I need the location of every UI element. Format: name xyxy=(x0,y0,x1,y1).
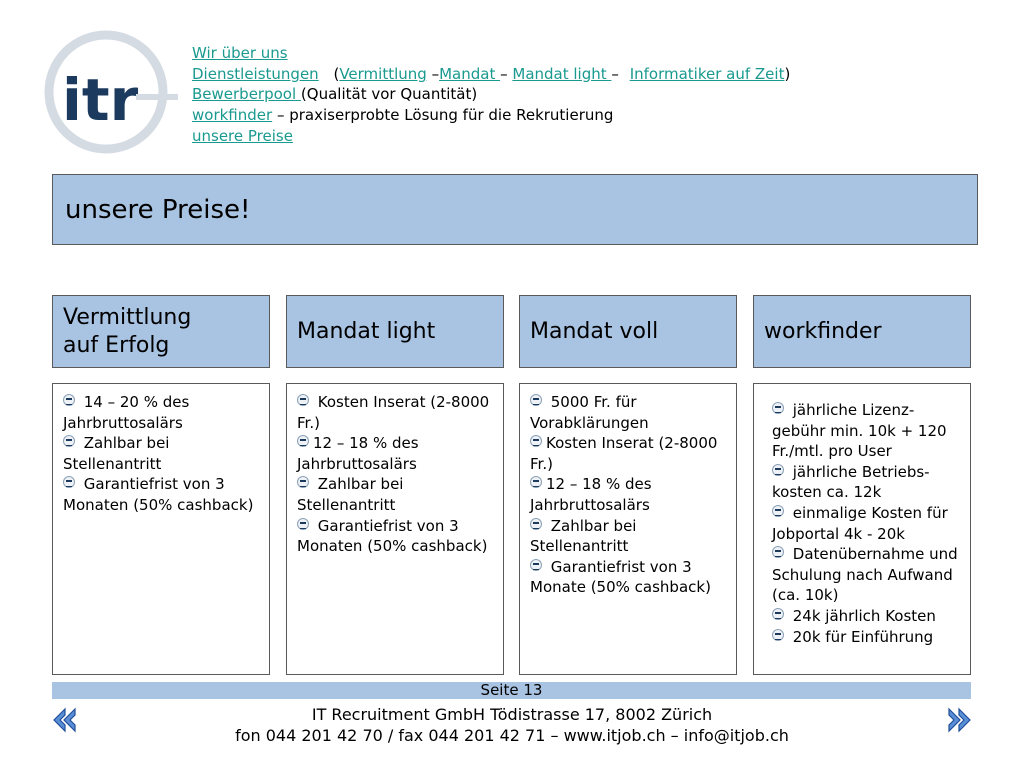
nav-link-wir-ueber-uns[interactable]: Wir über uns xyxy=(192,44,288,62)
list-item-text: Zahlbar bei Stellenantritt xyxy=(530,516,637,556)
footer-contact: fon 044 201 42 70 / fax 044 201 42 71 – … xyxy=(235,726,789,745)
nav-dash: – xyxy=(611,64,619,83)
double-right-arrow-icon[interactable] xyxy=(947,706,973,734)
list-item: Garantiefrist von 3 Monate (50% cashback… xyxy=(530,557,728,598)
list-item-text: Garantiefrist von 3 Monate (50% cashback… xyxy=(530,557,711,597)
banner-title: unsere Preise! xyxy=(65,195,251,225)
nav-link-dienstleistungen[interactable]: Dienstleistungen xyxy=(192,64,319,83)
list-item: 12 – 18 % des Jahrbruttosalärs xyxy=(530,474,728,515)
list-item: Datenübernahme und Schulung nach Aufwand… xyxy=(772,544,962,606)
itr-bullet-icon xyxy=(772,546,784,559)
nav-close-paren: ) xyxy=(784,64,791,83)
nav-link-mandat-light[interactable]: Mandat light xyxy=(512,64,612,83)
nav-line-4: workfinder – praxiserprobte Lösung für d… xyxy=(192,105,790,126)
footer-address: IT Recruitment GmbH Tödistrasse 17, 8002… xyxy=(311,705,713,724)
itr-bullet-icon xyxy=(297,517,309,530)
column-header-workfinder: workfinder xyxy=(753,295,971,368)
column-header-label: Mandat light xyxy=(297,318,436,344)
itr-bullet-icon xyxy=(63,394,75,406)
nav-open-paren: ( xyxy=(333,64,340,83)
list-item: Zahlbar bei Stellenantritt xyxy=(297,474,495,515)
column-body-workfinder: jährliche Lizenz-gebühr min. 10k + 120 F… xyxy=(753,383,971,675)
list-item: Zahlbar bei Stellenantritt xyxy=(530,516,728,557)
itr-bullet-icon xyxy=(772,628,784,641)
nav-dash: – xyxy=(431,64,440,83)
list-item-text: Garantiefrist von 3 Monaten (50% cashbac… xyxy=(63,475,254,514)
column-header-label: workfinder xyxy=(764,318,882,344)
itr-bullet-icon xyxy=(297,435,309,448)
itr-bullet-icon xyxy=(530,517,542,530)
list-item-text: Kosten Inserat (2-8000 Fr.) xyxy=(530,434,718,473)
itr-bullet-icon xyxy=(772,607,784,620)
prices-banner: unsere Preise! xyxy=(52,174,978,245)
list-item: 14 – 20 % des Jahrbruttosalärs xyxy=(63,392,261,433)
list-item: Garantiefrist von 3 Monaten (50% cashbac… xyxy=(297,516,495,557)
column-header-mandat-light: Mandat light xyxy=(286,295,504,368)
logo-text: itr xyxy=(62,66,139,134)
list-item-text: 14 – 20 % des Jahrbruttosalärs xyxy=(63,393,190,432)
column-body-mandat-light: Kosten Inserat (2-8000 Fr.) 12 – 18 % de… xyxy=(286,383,504,675)
list-item-text: Zahlbar bei Stellenantritt xyxy=(297,475,404,514)
nav-link-informatiker-auf-zeit[interactable]: Informatiker auf Zeit xyxy=(629,64,785,83)
list-item: Kosten Inserat (2-8000 Fr.) xyxy=(297,392,495,433)
nav-dash: – xyxy=(500,64,508,83)
list-item-text: 12 – 18 % des Jahrbruttosalärs xyxy=(530,475,652,514)
list-item-text: Kosten Inserat (2-8000 Fr.) xyxy=(297,393,490,432)
column-body-vermittlung: 14 – 20 % des Jahrbruttosalärs Zahlbar b… xyxy=(52,383,270,675)
column-body-mandat-voll: 5000 Fr. für Vorabklärungen Kosten Inser… xyxy=(519,383,737,675)
nav-workfinder-note: – praxiserprobte Lösung für die Rekrutie… xyxy=(276,106,614,125)
nav-line-3: Bewerberpool (Qualität vor Quantität) xyxy=(192,84,790,105)
list-item-text: 24k jährlich Kosten xyxy=(788,606,936,625)
footer: IT Recruitment GmbH Tödistrasse 17, 8002… xyxy=(0,704,1024,746)
itr-bullet-icon xyxy=(772,504,784,517)
double-left-arrow-icon[interactable] xyxy=(51,706,77,734)
nav-link-vermittlung[interactable]: Vermittlung xyxy=(339,64,427,83)
list-item-text: jährliche Lizenz-gebühr min. 10k + 120 F… xyxy=(772,401,947,461)
itr-bullet-icon xyxy=(297,476,309,489)
itr-bullet-icon xyxy=(297,394,309,406)
itr-bullet-icon xyxy=(530,435,542,448)
list-item-text: Garantiefrist von 3 Monaten (50% cashbac… xyxy=(297,516,488,556)
nav-link-unsere-preise[interactable]: unsere Preise xyxy=(192,126,293,145)
itr-bullet-icon xyxy=(63,435,75,448)
column-header-mandat-voll: Mandat voll xyxy=(519,295,737,368)
itr-bullet-icon xyxy=(772,463,784,476)
list-item: Kosten Inserat (2-8000 Fr.) xyxy=(530,433,728,474)
list-item-text: 5000 Fr. für Vorabklärungen xyxy=(530,393,649,432)
list-item: einmalige Kosten für Jobportal 4k - 20k xyxy=(772,503,962,544)
list-item-text: Datenübernahme und Schulung nach Aufwand… xyxy=(772,545,958,605)
itr-bullet-icon xyxy=(530,476,542,489)
list-item: Garantiefrist von 3 Monaten (50% cashbac… xyxy=(63,474,261,515)
list-item-text: Zahlbar bei Stellenantritt xyxy=(63,434,170,473)
nav-link-mandat[interactable]: Mandat xyxy=(439,64,501,83)
nav-link-workfinder[interactable]: workfinder xyxy=(192,106,273,125)
page-number-bar: Seite 13 xyxy=(52,682,971,699)
top-navigation: Wir über uns Dienstleistungen (Vermittlu… xyxy=(192,43,790,147)
list-item: jährliche Lizenz-gebühr min. 10k + 120 F… xyxy=(772,400,962,462)
nav-line-5: unsere Preise xyxy=(192,126,790,147)
list-item: 12 – 18 % des Jahrbruttosalärs xyxy=(297,433,495,474)
itr-bullet-icon xyxy=(772,402,784,414)
list-item-text: einmalige Kosten für Jobportal 4k - 20k xyxy=(772,503,948,543)
list-item: Zahlbar bei Stellenantritt xyxy=(63,433,261,474)
nav-bewerberpool-note: (Qualität vor Quantität) xyxy=(300,85,478,104)
list-item-text: 20k für Einführung xyxy=(788,627,934,646)
itr-bullet-icon xyxy=(63,476,75,489)
list-item-text: 12 – 18 % des Jahrbruttosalärs xyxy=(297,434,419,473)
list-item: 24k jährlich Kosten xyxy=(772,606,962,627)
list-item: jährliche Betriebs-kosten ca. 12k xyxy=(772,462,962,503)
nav-link-bewerberpool[interactable]: Bewerberpool xyxy=(192,85,301,104)
column-header-label: Vermittlung auf Erfolg xyxy=(63,304,192,358)
itr-bullet-icon xyxy=(530,558,542,571)
nav-line-2: Dienstleistungen (Vermittlung –Mandat – … xyxy=(192,64,790,85)
column-header-vermittlung: Vermittlung auf Erfolg xyxy=(52,295,270,368)
list-item: 5000 Fr. für Vorabklärungen xyxy=(530,392,728,433)
list-item-text: jährliche Betriebs-kosten ca. 12k xyxy=(772,462,930,502)
list-item: 20k für Einführung xyxy=(772,627,962,648)
page-number: Seite 13 xyxy=(480,681,543,699)
itr-bullet-icon xyxy=(530,394,542,406)
column-header-label: Mandat voll xyxy=(530,318,659,344)
itr-logo: itr xyxy=(44,30,178,154)
nav-line-1: Wir über uns xyxy=(192,43,790,64)
